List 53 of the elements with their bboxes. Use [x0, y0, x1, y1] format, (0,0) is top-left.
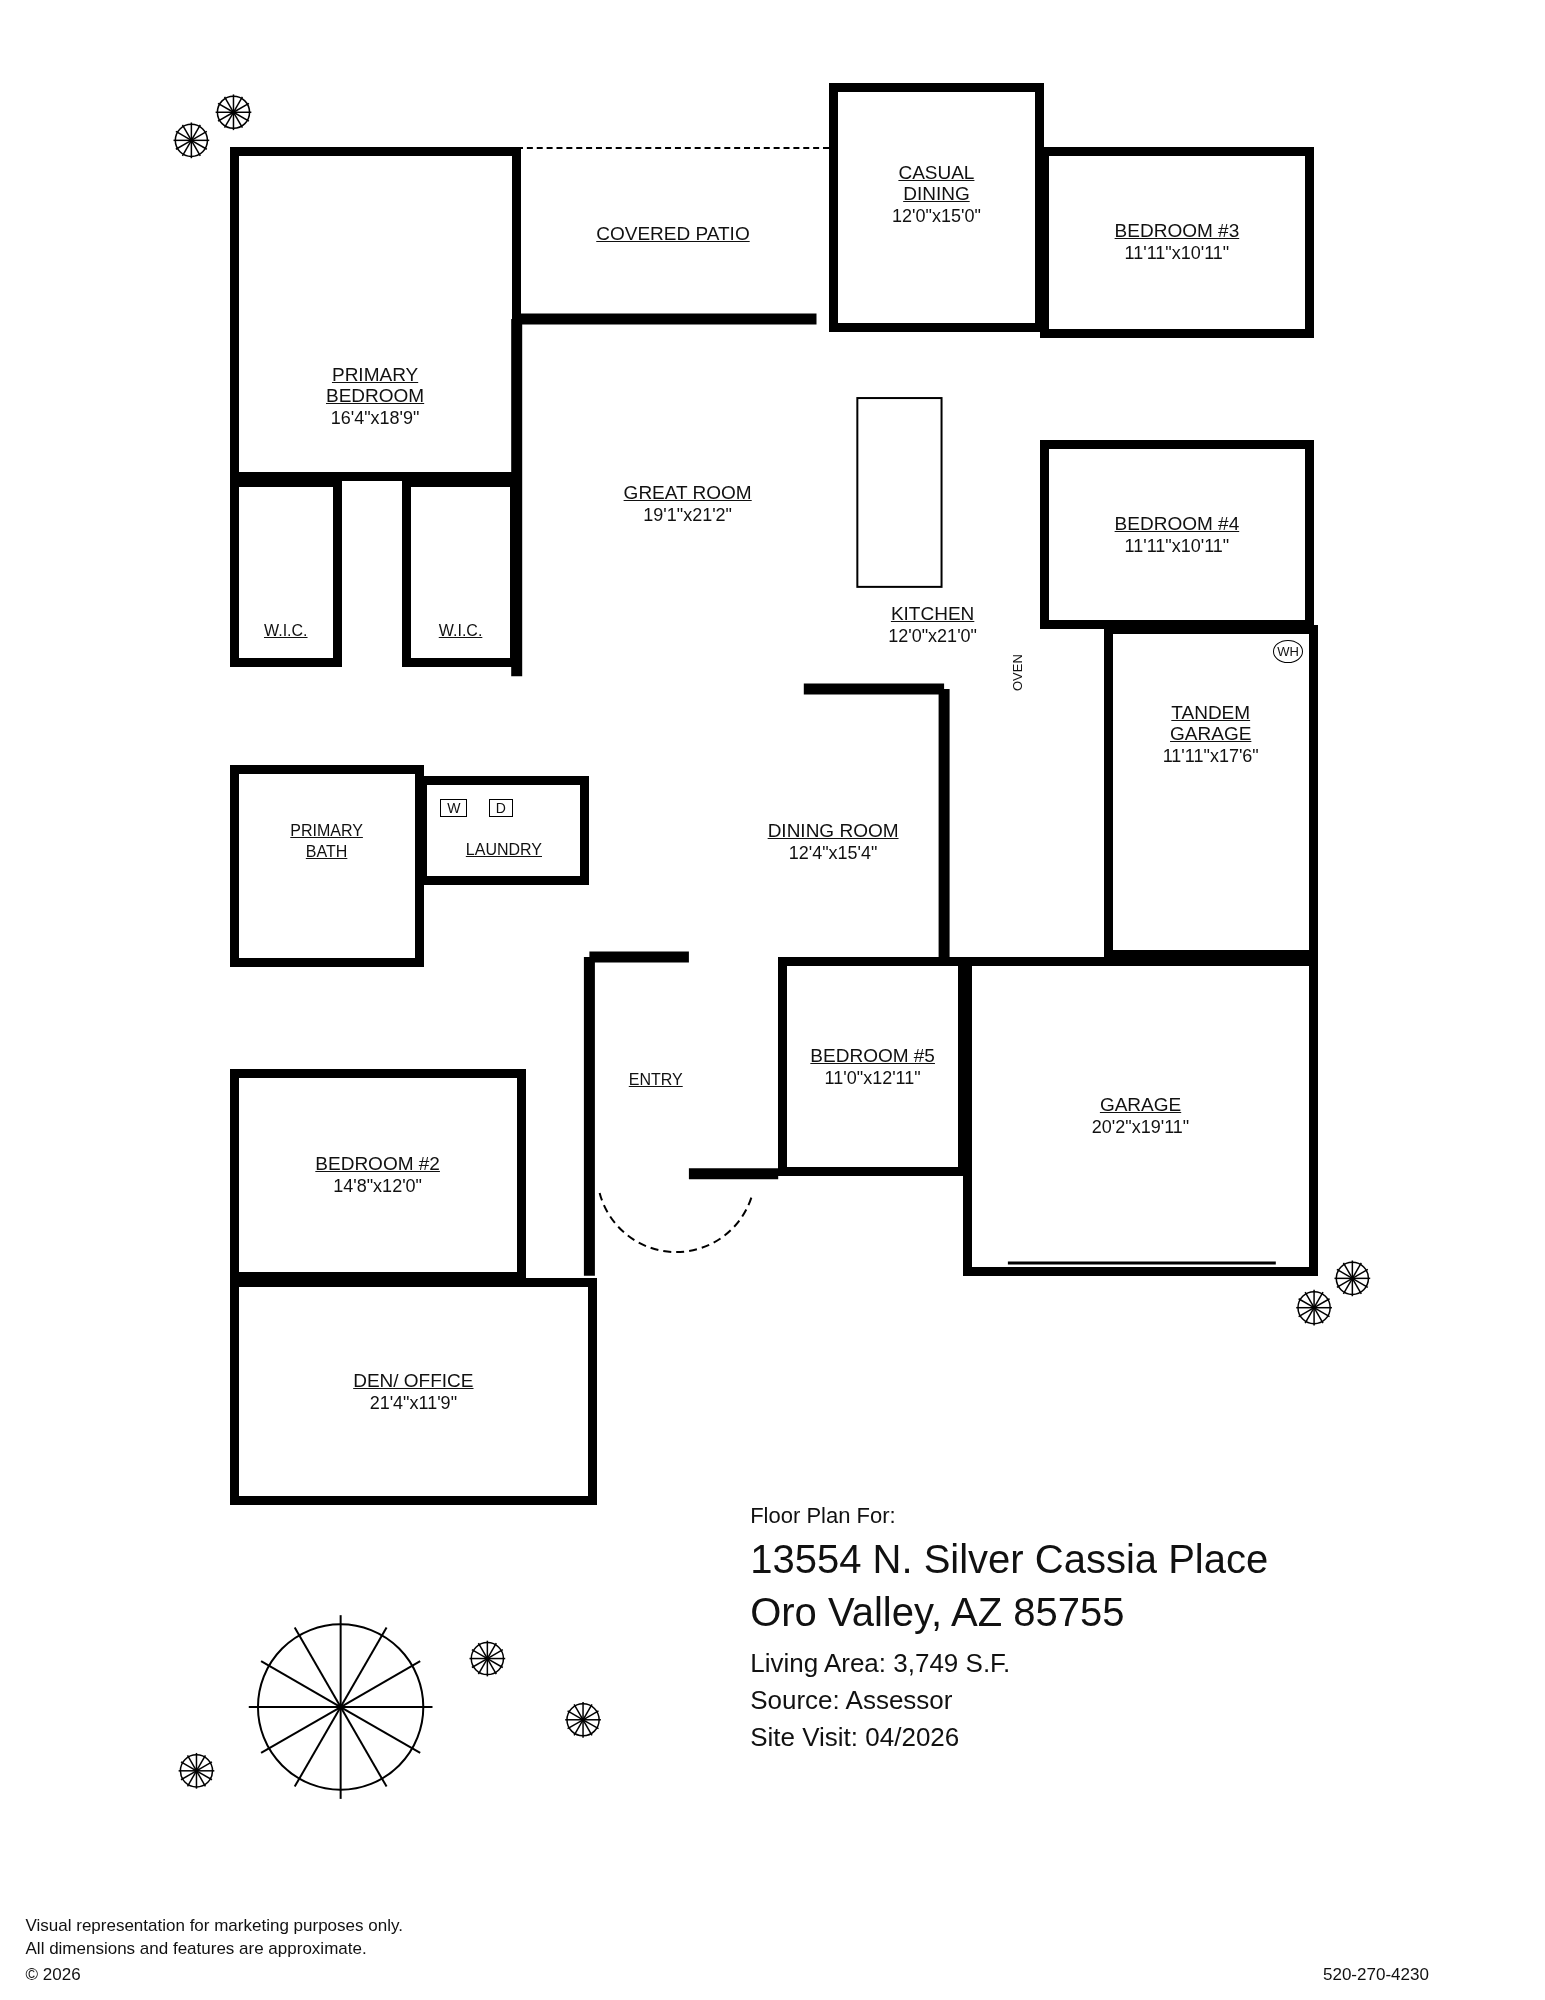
room-dimensions: 12'4"x15'4": [788, 843, 878, 864]
room-name: DEN/ OFFICE: [353, 1369, 474, 1391]
appliance-label: OVEN: [1010, 653, 1026, 691]
info-text: Site Visit: 04/2026: [750, 1722, 960, 1754]
address-text: 13554 N. Silver Cassia Place: [750, 1537, 1269, 1583]
room-name: W.I.C.: [263, 620, 309, 641]
room-dimensions: 11'0"x12'11": [824, 1067, 921, 1089]
room-name: COVERED PATIO: [596, 223, 750, 245]
copyright-text: © 2026: [25, 1964, 81, 1985]
room-outline: [229, 765, 424, 968]
room-outline: [229, 146, 521, 481]
room-outline: [1039, 440, 1315, 629]
room-name: LAUNDRY: [464, 840, 543, 861]
room-outline: [1103, 625, 1318, 960]
room-outline: [229, 478, 342, 668]
room-name: BEDROOM #3: [1114, 220, 1240, 242]
room-name: ENTRY: [627, 1069, 684, 1090]
room-outline: [229, 1069, 526, 1281]
room-dimensions: 11'11"x10'11": [1124, 243, 1230, 265]
room-dimensions: 20'2"x19'11": [1091, 1117, 1190, 1139]
room-name: DINING ROOM: [767, 820, 899, 841]
room-name: TANDEM GARAGE: [1169, 702, 1253, 745]
caption-text: Floor Plan For:: [750, 1502, 896, 1529]
room-dimensions: 16'4"x18'9": [330, 408, 420, 430]
room-outline: [963, 956, 1318, 1276]
room-name: BEDROOM #5: [810, 1044, 935, 1066]
room-outline: [1039, 146, 1315, 339]
room-outline: [229, 1278, 598, 1506]
phone-number: 520-270-4230: [1323, 1964, 1429, 1985]
room-dimensions: 19'1"x21'2": [643, 504, 732, 526]
appliance-label: W: [440, 798, 468, 817]
room-name: PRIMARY BEDROOM: [325, 364, 426, 407]
disclaimer-text: Visual representation for marketing purposes only.: [25, 1916, 403, 1937]
appliance-label: D: [488, 798, 513, 817]
room-name: GREAT ROOM: [623, 481, 752, 503]
address-text: Oro Valley, AZ 85755: [750, 1589, 1125, 1635]
room-dimensions: 12'0"x15'0": [892, 206, 981, 228]
room-name: W.I.C.: [437, 620, 484, 641]
room-name: BEDROOM #4: [1114, 512, 1240, 534]
room-outline: [829, 82, 1044, 332]
room-name: BEDROOM #2: [315, 1153, 440, 1174]
room-name: CASUAL DINING: [897, 162, 976, 205]
room-dimensions: 14'8"x12'0": [333, 1176, 422, 1197]
room-dimensions: 12'0"x21'0": [888, 626, 977, 648]
room-dimensions: 11'11"x17'6": [1162, 746, 1259, 768]
room-name: GARAGE: [1099, 1094, 1182, 1116]
room-name: PRIMARY BATH: [289, 820, 364, 862]
room-dimensions: 21'4"x11'9": [369, 1392, 458, 1414]
disclaimer-text: All dimensions and features are approximate.: [25, 1939, 367, 1960]
room-dimensions: 11'11"x10'11": [1124, 535, 1230, 557]
info-text: Source: Assessor: [750, 1685, 953, 1717]
room-name: KITCHEN: [889, 603, 976, 625]
info-text: Living Area: 3,749 S.F.: [750, 1648, 1011, 1680]
